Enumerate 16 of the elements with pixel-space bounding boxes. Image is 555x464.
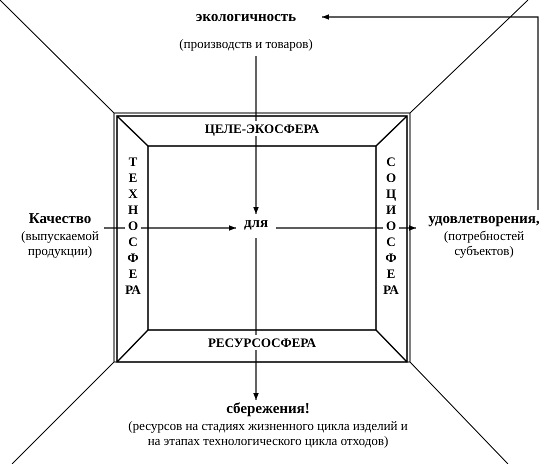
explanation-text: (производств и товаров) [178, 36, 314, 51]
sphere-label: ЦЕЛЕ-ЭКОСФЕРА [204, 121, 320, 136]
arrow [253, 56, 259, 214]
keyword-text: экологичность [194, 8, 298, 26]
arrow [322, 14, 539, 210]
keyword-text: Качество [28, 210, 92, 228]
explanation-text: (потребностей субъектов) [442, 228, 526, 258]
arrow [253, 238, 259, 400]
keyword-text: удовлетворения, [427, 210, 541, 228]
explanation-text: (ресурсов на стадиях жизненного цикла изделий и на этапах технологического цикла отходов) [128, 418, 408, 448]
explanation-text: (выпускаемой продукции) [20, 228, 100, 258]
keyword-text: сбережения! [225, 400, 311, 418]
arrow [104, 225, 236, 231]
sphere-label: РЕСУРСОСФЕРА [208, 335, 316, 350]
arrow [276, 225, 416, 231]
keyword-text: для [242, 214, 270, 232]
